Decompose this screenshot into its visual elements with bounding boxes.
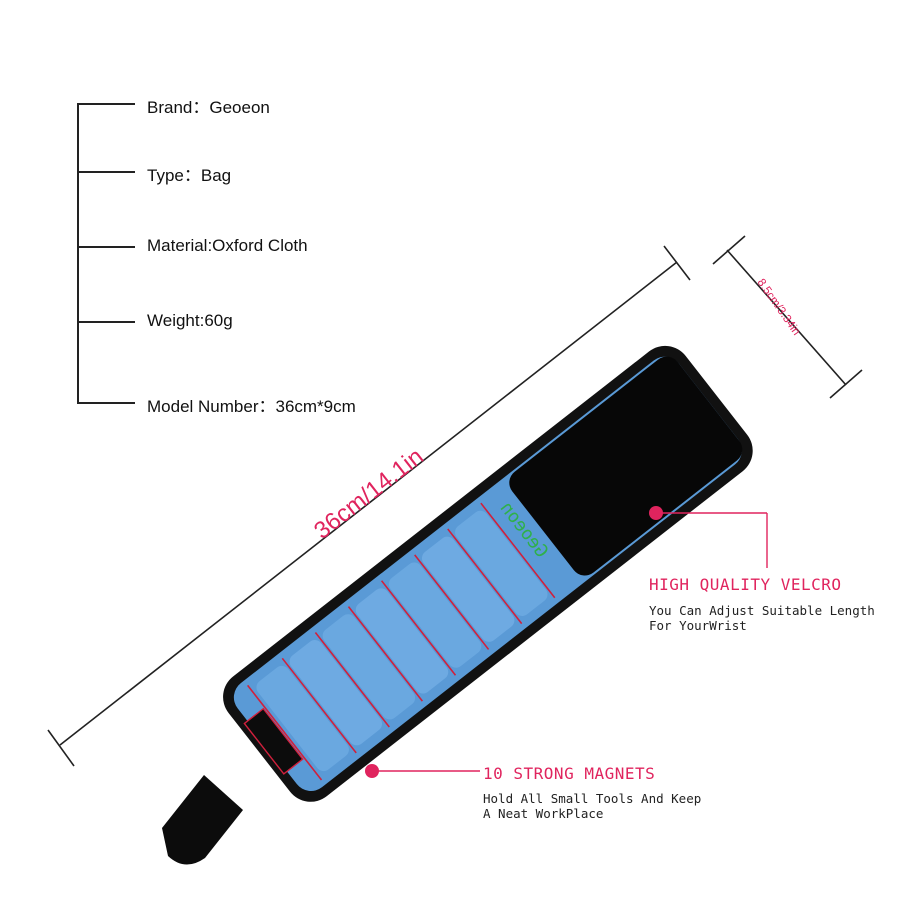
length-dimension [47, 245, 691, 767]
spec-type: Type：Bag [147, 166, 232, 185]
spec-tick-weight [77, 321, 135, 323]
velcro-callout-title: HIGH QUALITY VELCRO [649, 575, 842, 594]
width-label: 8.5cm/3.34in [755, 277, 803, 338]
spec-tick-brand [77, 103, 135, 105]
velcro-callout-desc-2: For YourWrist [649, 618, 747, 633]
width-dimension [712, 235, 863, 399]
magnets-callout-desc-2: A Neat WorkPlace [483, 806, 604, 821]
wristband: Geoeon [223, 345, 753, 802]
spec-model-number: Model Number：36cm*9cm [147, 397, 356, 416]
strap-tail [162, 775, 243, 865]
spec-tick-model [77, 402, 135, 404]
velcro-marker [649, 506, 663, 520]
spec-tick-material [77, 246, 135, 248]
velcro-panel [509, 356, 743, 576]
spec-brand: Brand：Geoeon [147, 98, 270, 117]
magnets-marker [365, 764, 379, 778]
magnets-callout-title: 10 STRONG MAGNETS [483, 764, 656, 783]
magnets-callout-desc-1: Hold All Small Tools And Keep [483, 791, 702, 806]
length-label: 36cm/14.1in [309, 443, 429, 545]
spec-material: Material:Oxford Cloth [147, 236, 308, 255]
spec-bracket-line [77, 103, 79, 403]
velcro-callout-desc-1: You Can Adjust Suitable Length [649, 603, 875, 618]
velcro-connector [656, 512, 768, 568]
spec-weight: Weight:60g [147, 311, 233, 330]
spec-tick-type [77, 171, 135, 173]
